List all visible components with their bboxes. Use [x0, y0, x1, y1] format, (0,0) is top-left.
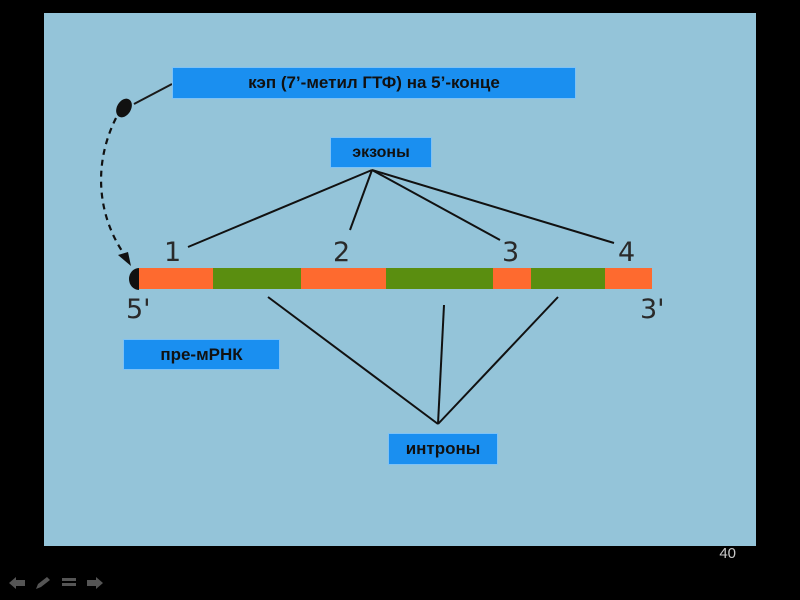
exon-segment-2 — [301, 268, 386, 289]
exon-number-3: 3 — [502, 237, 520, 268]
exon-line-1 — [187, 169, 373, 248]
intron-segment-3 — [531, 268, 605, 289]
intron-line-2 — [437, 304, 445, 425]
five-prime-label: 5' — [126, 294, 151, 325]
arrow-right-icon[interactable] — [86, 576, 104, 590]
menu-icon[interactable] — [60, 576, 78, 590]
intron-line-3 — [437, 296, 559, 425]
cap-blob — [116, 98, 132, 118]
slide-nav — [8, 576, 104, 590]
exon-number-4: 4 — [618, 237, 636, 268]
page-number: 40 — [719, 545, 736, 562]
exon-number-2: 2 — [333, 237, 351, 268]
exon-segment-1 — [139, 268, 213, 289]
exons-label: экзоны — [330, 137, 432, 168]
introns-label: интроны — [388, 433, 498, 465]
premrna-label: пре-мРНК — [123, 339, 280, 370]
three-prime-label: 3' — [640, 294, 665, 325]
intron-line-1 — [267, 296, 439, 425]
intron-segment-2 — [386, 268, 493, 289]
cap-dashed-arrow — [99, 117, 131, 263]
cap-label: кэп (7’-метил ГТФ) на 5’-конце — [172, 67, 576, 99]
cap-pointer-line — [133, 83, 173, 105]
intron-segment-1 — [213, 268, 301, 289]
exon-segment-4 — [605, 268, 652, 289]
five-prime-cap — [129, 268, 139, 290]
pen-icon[interactable] — [34, 576, 52, 590]
arrow-left-icon[interactable] — [8, 576, 26, 590]
exon-line-2 — [349, 169, 373, 231]
exon-number-1: 1 — [164, 237, 182, 268]
exon-line-3 — [371, 169, 501, 241]
cap-arrow-head — [118, 252, 131, 266]
exon-line-4 — [371, 169, 615, 244]
exon-segment-3 — [493, 268, 531, 289]
